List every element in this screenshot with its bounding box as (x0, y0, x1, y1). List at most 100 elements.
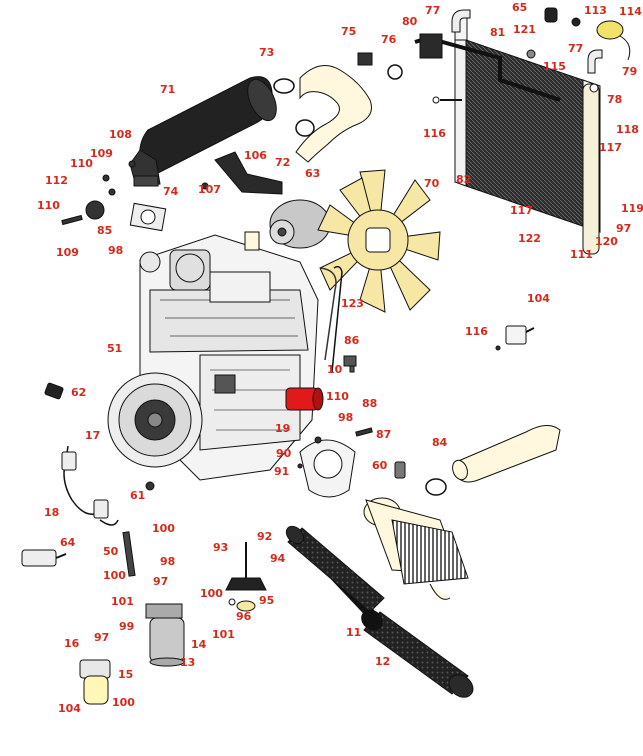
callout-part-122[interactable]: 122 (518, 232, 541, 245)
callout-part-64[interactable]: 64 (60, 536, 76, 549)
callout-part-109-upper[interactable]: 109 (90, 147, 113, 160)
engine-block (139, 231, 337, 481)
callout-part-114[interactable]: 114 (619, 5, 642, 18)
callout-part-79[interactable]: 79 (622, 65, 638, 78)
callout-part-98-lower[interactable]: 98 (160, 555, 176, 568)
callout-part-91[interactable]: 91 (274, 465, 290, 478)
callout-part-112[interactable]: 112 (45, 174, 68, 187)
callout-part-15[interactable]: 15 (118, 668, 134, 681)
callout-part-17[interactable]: 17 (85, 429, 101, 442)
callout-part-85[interactable]: 85 (97, 224, 113, 237)
callout-part-107[interactable]: 107 (198, 183, 221, 196)
callout-part-81[interactable]: 81 (490, 26, 506, 39)
callout-part-12[interactable]: 12 (375, 655, 391, 668)
exhaust-gasket (129, 202, 167, 232)
callout-part-100-top[interactable]: 100 (152, 522, 175, 535)
air-filter-outer (361, 609, 474, 698)
callout-part-19[interactable]: 19 (275, 422, 291, 435)
fan-shroud (299, 439, 356, 498)
callout-part-123[interactable]: 123 (341, 297, 364, 310)
intake-duct (452, 425, 561, 483)
callout-part-99[interactable]: 99 (119, 620, 135, 633)
elbow-fittings (451, 9, 603, 93)
callout-part-14[interactable]: 14 (191, 638, 207, 651)
callout-part-113[interactable]: 113 (584, 4, 607, 17)
callout-part-117-right[interactable]: 117 (599, 141, 622, 154)
callout-part-117-left[interactable]: 117 (510, 204, 533, 217)
callout-part-51[interactable]: 51 (107, 342, 123, 355)
callout-part-75[interactable]: 75 (341, 25, 357, 38)
callout-part-98-mid[interactable]: 98 (338, 411, 354, 424)
callout-part-116-top[interactable]: 116 (423, 127, 446, 140)
callout-part-110-upper[interactable]: 110 (70, 157, 93, 170)
callout-part-86[interactable]: 86 (344, 334, 360, 347)
callout-part-93[interactable]: 93 (213, 541, 229, 554)
bolts-87-88 (145, 427, 373, 491)
sensor-60 (394, 461, 406, 479)
callout-part-118[interactable]: 118 (616, 123, 639, 136)
callout-part-10[interactable]: 10 (327, 363, 343, 376)
callout-part-101-right[interactable]: 101 (212, 628, 235, 641)
callout-part-98-upper[interactable]: 98 (108, 244, 124, 257)
callout-part-70[interactable]: 70 (424, 177, 440, 190)
callout-part-65[interactable]: 65 (512, 1, 528, 14)
callout-part-50[interactable]: 50 (103, 545, 119, 558)
callout-part-16[interactable]: 16 (64, 637, 80, 650)
callout-part-97-lower[interactable]: 97 (94, 631, 110, 644)
hose-clamps (273, 64, 447, 496)
callout-part-116-mid[interactable]: 116 (465, 325, 488, 338)
callout-part-88[interactable]: 88 (362, 397, 378, 410)
callout-part-104-right[interactable]: 104 (527, 292, 550, 305)
sensor-86 (343, 355, 357, 373)
oil-filter (285, 387, 324, 411)
callout-part-92[interactable]: 92 (257, 530, 273, 543)
callout-part-94[interactable]: 94 (270, 552, 286, 565)
callout-part-110-mid[interactable]: 110 (326, 390, 349, 403)
callout-part-73[interactable]: 73 (259, 46, 275, 59)
callout-part-13[interactable]: 13 (180, 656, 196, 669)
callout-part-78[interactable]: 78 (607, 93, 623, 106)
callout-part-76[interactable]: 76 (381, 33, 397, 46)
fuel-pipe (122, 531, 136, 577)
radiator-cap (544, 7, 631, 61)
callout-part-100-right[interactable]: 100 (200, 587, 223, 600)
callout-part-96[interactable]: 96 (236, 610, 252, 623)
callout-part-101-left[interactable]: 101 (111, 595, 134, 608)
callout-part-84[interactable]: 84 (432, 436, 448, 449)
callout-part-90[interactable]: 90 (276, 447, 292, 460)
callout-part-95[interactable]: 95 (259, 594, 275, 607)
callout-part-62[interactable]: 62 (71, 386, 87, 399)
callout-part-104-lower[interactable]: 104 (58, 702, 81, 715)
callout-part-18[interactable]: 18 (44, 506, 60, 519)
flywheel-housing (107, 372, 203, 468)
callout-part-100-left[interactable]: 100 (103, 569, 126, 582)
callout-part-108[interactable]: 108 (109, 128, 132, 141)
callout-part-60[interactable]: 60 (372, 459, 388, 472)
callout-part-77-lower[interactable]: 77 (568, 42, 584, 55)
callout-part-97-top[interactable]: 97 (616, 222, 632, 235)
callout-part-119[interactable]: 119 (621, 202, 643, 215)
callout-part-61[interactable]: 61 (130, 489, 146, 502)
callout-part-110-left[interactable]: 110 (37, 199, 60, 212)
callout-part-71[interactable]: 71 (160, 83, 176, 96)
callout-part-72[interactable]: 72 (275, 156, 291, 169)
callout-part-109-lower[interactable]: 109 (56, 246, 79, 259)
callout-part-87[interactable]: 87 (376, 428, 392, 441)
callout-part-80[interactable]: 80 (402, 15, 418, 28)
callout-part-111[interactable]: 111 (570, 248, 593, 261)
cooling-fan (317, 169, 441, 313)
callout-part-120[interactable]: 120 (595, 235, 618, 248)
thermostat-housing (357, 52, 373, 66)
callout-part-11[interactable]: 11 (346, 626, 362, 639)
callout-part-121[interactable]: 121 (513, 23, 536, 36)
callout-part-74[interactable]: 74 (163, 185, 179, 198)
callout-part-115[interactable]: 115 (543, 60, 566, 73)
callout-part-106[interactable]: 106 (244, 149, 267, 162)
callout-part-63[interactable]: 63 (305, 167, 321, 180)
air-cleaner-housing (363, 497, 469, 600)
callout-part-82[interactable]: 82 (456, 173, 472, 186)
callout-part-97-mid[interactable]: 97 (153, 575, 169, 588)
upper-hose (295, 65, 372, 163)
callout-part-100-bottom[interactable]: 100 (112, 696, 135, 709)
callout-part-77-upper[interactable]: 77 (425, 4, 441, 17)
